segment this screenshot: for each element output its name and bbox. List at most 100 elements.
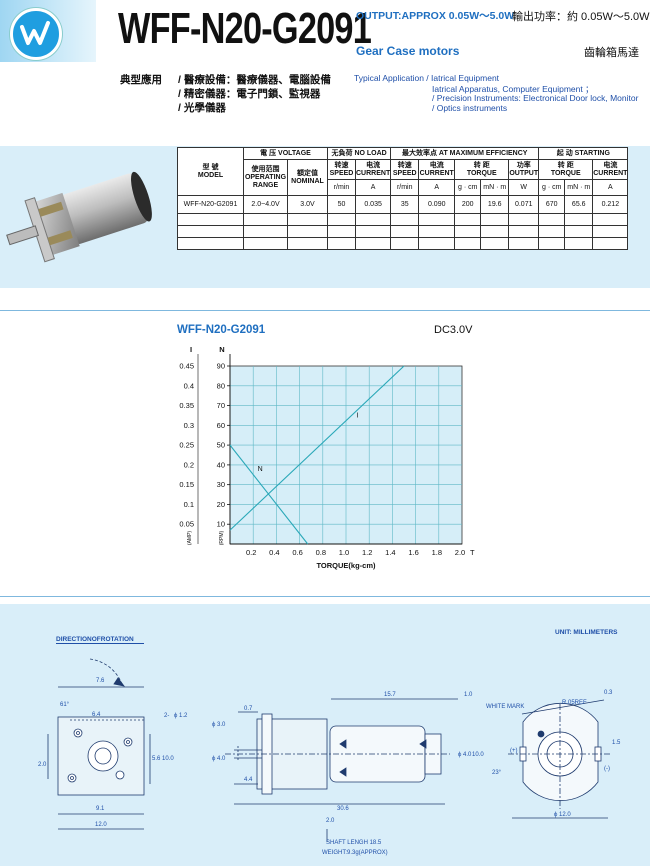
table-cell: 19.6 — [480, 195, 510, 214]
y-tick-label-i: 0.1 — [184, 500, 194, 509]
unit-cell: A — [354, 179, 392, 196]
y-tick-label-n: 70 — [217, 401, 225, 410]
chart-voltage: DC3.0V — [434, 324, 473, 336]
dim-label: ϕ 4.0 — [212, 756, 226, 762]
side-view — [225, 698, 458, 842]
application-line-en: / Precision Instruments: Electronical Do… — [432, 93, 639, 103]
no-load-header: 无負荷 NO LOAD — [326, 147, 392, 160]
x-tick-label: 0.8 — [316, 548, 326, 557]
y-tick-label-n: 50 — [217, 441, 225, 450]
dim-label: 0.7 — [244, 706, 253, 712]
series-label-n: N — [258, 466, 263, 473]
table-row-empty — [177, 213, 629, 226]
table-cell: 0.212 — [592, 195, 629, 214]
table-row: WFF-N20-G2091 2.0~4.0V 3.0V 50 0.035 35 … — [177, 195, 629, 214]
product-type-cn: 齒輪箱馬達 — [584, 47, 639, 59]
dim-label: ϕ 3.0 — [212, 722, 226, 728]
output-range-en: OUTPUT:APPROX 0.05W～5.0W — [356, 10, 515, 22]
table-row-empty — [177, 225, 629, 238]
dim-label: ϕ 12.0 — [554, 812, 571, 818]
shaft-length: SHAFT LENGH 18.5 — [326, 840, 382, 846]
unit-cell: mN · m — [564, 179, 594, 196]
y-axis-label-n: N — [219, 345, 224, 354]
rotation-underline — [56, 643, 144, 644]
dim-label: 0.3 — [604, 690, 613, 696]
y-axis-label-i: I — [190, 345, 192, 354]
performance-chart: 1020304050607080900.050.10.150.20.250.30… — [179, 345, 475, 570]
table-cell: 35 — [390, 195, 420, 214]
dim-label: WHITE MARK — [486, 704, 525, 710]
brand-logo — [10, 8, 62, 60]
unit-cell: r/min — [390, 179, 420, 196]
application-line: / 光學儀器 — [178, 102, 226, 114]
unit-cell: A — [418, 179, 456, 196]
dim-label: 10.0 — [162, 756, 174, 762]
y-tick-label-n: 90 — [217, 362, 225, 371]
table-cell: 3.0V — [287, 195, 328, 214]
y-unit-rpm: (RPM) — [219, 530, 225, 545]
x-tick-label: 0.4 — [269, 548, 279, 557]
x-tick-label: 1.4 — [385, 548, 395, 557]
table-cell: 50 — [327, 195, 356, 214]
unit-cell: A — [592, 179, 629, 196]
x-tick-label: 1.2 — [362, 548, 372, 557]
table-cell: 65.6 — [564, 195, 594, 214]
application-label: 典型應用 — [120, 74, 162, 86]
series-line-i — [229, 365, 405, 531]
dim-label: ϕ 1.2 — [174, 713, 188, 719]
y-tick-label-i: 0.25 — [179, 441, 194, 450]
application-line-en: Typical Application / Iatrical Equipment — [354, 73, 500, 83]
table-cell: 0.071 — [508, 195, 540, 214]
max-efficiency-header: 最大效率点 AT MAXIMUM EFFICIENCY — [390, 147, 540, 160]
voltage-header: 電 压 VOLTAGE — [243, 147, 328, 160]
model-title: WFF-N20-G2091 — [118, 4, 372, 53]
table-cell: 200 — [454, 195, 482, 214]
dim-label: 12.0 — [95, 822, 107, 828]
chart-title: WFF-N20-G2091 — [177, 324, 266, 336]
starting-header: 起 动 STARTING — [538, 147, 629, 160]
dim-label: 2- — [164, 713, 170, 719]
dim-label: 2.0 — [326, 818, 335, 824]
output-range-cn: 輸出功率：約 0.05W～5.0W — [512, 11, 650, 23]
dim-label: 2.0 — [38, 762, 47, 768]
front-view — [47, 658, 151, 830]
motor-photo — [0, 146, 160, 288]
y-tick-label-i: 0.3 — [184, 421, 194, 430]
dim-label: (-) — [604, 766, 610, 772]
weight: WEIGHT:9.3g(APPROX) — [322, 850, 388, 856]
dim-label: 1.5 — [612, 740, 621, 746]
y-tick-label-i: 0.05 — [179, 520, 194, 529]
dim-label: 61° — [60, 702, 70, 708]
unit-cell: mN · m — [480, 179, 510, 196]
x-tick-label: 1.0 — [339, 548, 349, 557]
dim-label: (+) — [510, 748, 518, 754]
dim-label: R.05REF — [562, 700, 587, 706]
dim-label: 7.6 — [96, 678, 105, 684]
y-tick-label-i: 0.35 — [179, 401, 194, 410]
application-line-en: Iatrical Apparatus, Computer Equipment ； — [432, 84, 594, 94]
dim-label: 9.1 — [96, 806, 105, 812]
y-tick-label-n: 80 — [217, 381, 225, 390]
x-unit-label: T — [470, 548, 475, 557]
y-tick-label-i: 0.2 — [184, 460, 194, 469]
y-tick-label-n: 20 — [217, 500, 225, 509]
table-cell: 0.035 — [354, 195, 392, 214]
application-line: / 醫療設備：醫療儀器、電腦設備 — [178, 74, 331, 86]
table-cell: WFF-N20-G2091 — [177, 195, 244, 214]
series-label-i: I — [357, 412, 359, 419]
x-tick-label: 0.2 — [246, 548, 256, 557]
x-tick-label: 0.6 — [292, 548, 302, 557]
x-axis-label: TORQUE(kg-cm) — [316, 561, 376, 570]
y-tick-label-i: 0.15 — [179, 480, 194, 489]
y-tick-label-n: 60 — [217, 421, 225, 430]
divider — [0, 596, 650, 597]
